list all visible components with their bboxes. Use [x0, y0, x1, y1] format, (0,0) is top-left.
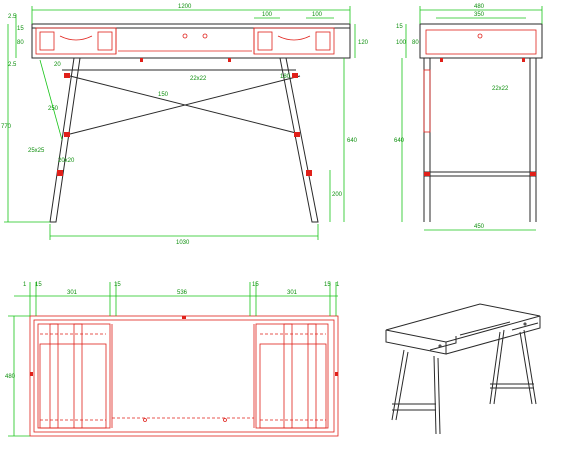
front-desktop	[31, 23, 351, 59]
dim-top-height: 120	[358, 40, 369, 46]
front-view: 1200 100 100 2.5 15 80 2.5 770 20 250 25…	[1, 4, 369, 246]
front-brace-b	[69, 75, 301, 135]
top-dim-h: 15	[324, 282, 331, 288]
top-view: 1 15 301 15 536 15 301 15 1 480	[5, 282, 340, 437]
top-dim-i: 1	[336, 282, 340, 288]
iso-leg-2	[433, 355, 437, 435]
dim-drawer-right: 100	[312, 12, 323, 18]
top-dim-c: 301	[67, 290, 78, 296]
dim-height-lower: 640	[347, 138, 358, 144]
side-dim-h2: 100	[396, 40, 407, 46]
front-left-leg	[49, 57, 81, 223]
dim-bottom-height: 200	[332, 192, 343, 198]
iso-leg-3	[489, 331, 501, 405]
dim-brace-section: 22x22	[190, 76, 207, 82]
side-dim-inner-width: 350	[474, 12, 485, 18]
top-dim-f: 15	[252, 282, 259, 288]
top-dim-d: 15	[114, 282, 121, 288]
dim-brace-span: 180	[280, 74, 291, 80]
top-dim-b: 15	[35, 282, 42, 288]
dim-x-label: 150	[158, 92, 169, 98]
dim-height-total: 770	[1, 124, 12, 130]
iso-leg-4	[519, 331, 533, 405]
front-right-leg	[279, 57, 319, 223]
side-dim-depth: 480	[474, 4, 485, 10]
side-dim-h1: 15	[396, 24, 403, 30]
top-dim-e: 536	[177, 290, 188, 296]
dim-left-small-3: 2.5	[8, 62, 17, 68]
top-dim-g: 301	[287, 290, 298, 296]
dim-foot-size: 25x25	[28, 148, 45, 154]
side-view: 480 350 15 100 80 22x22 640 450	[394, 4, 543, 231]
dim-base-width: 1030	[176, 240, 190, 246]
dim-top-offset: 2.5	[8, 14, 17, 20]
dim-leg-offset: 20	[54, 62, 61, 68]
dim-left-small-2: 80	[17, 40, 24, 46]
side-dim-brace-section: 22x22	[492, 86, 509, 92]
iso-desktop-top	[385, 303, 541, 343]
dim-foot-detail: 20x20	[58, 158, 75, 164]
side-dim-h3: 80	[412, 40, 419, 46]
top-dim-depth: 480	[5, 374, 16, 380]
dim-overall-width: 1200	[178, 4, 192, 10]
iso-leg-1	[391, 349, 405, 421]
side-dim-lower-height: 640	[394, 138, 405, 144]
top-dim-a: 1	[23, 282, 27, 288]
side-desktop	[419, 23, 543, 59]
dim-drawer-left: 100	[262, 12, 273, 18]
perspective-view	[385, 303, 541, 435]
dim-left-small-1: 15	[17, 26, 24, 32]
side-dim-base-depth: 450	[474, 224, 485, 230]
